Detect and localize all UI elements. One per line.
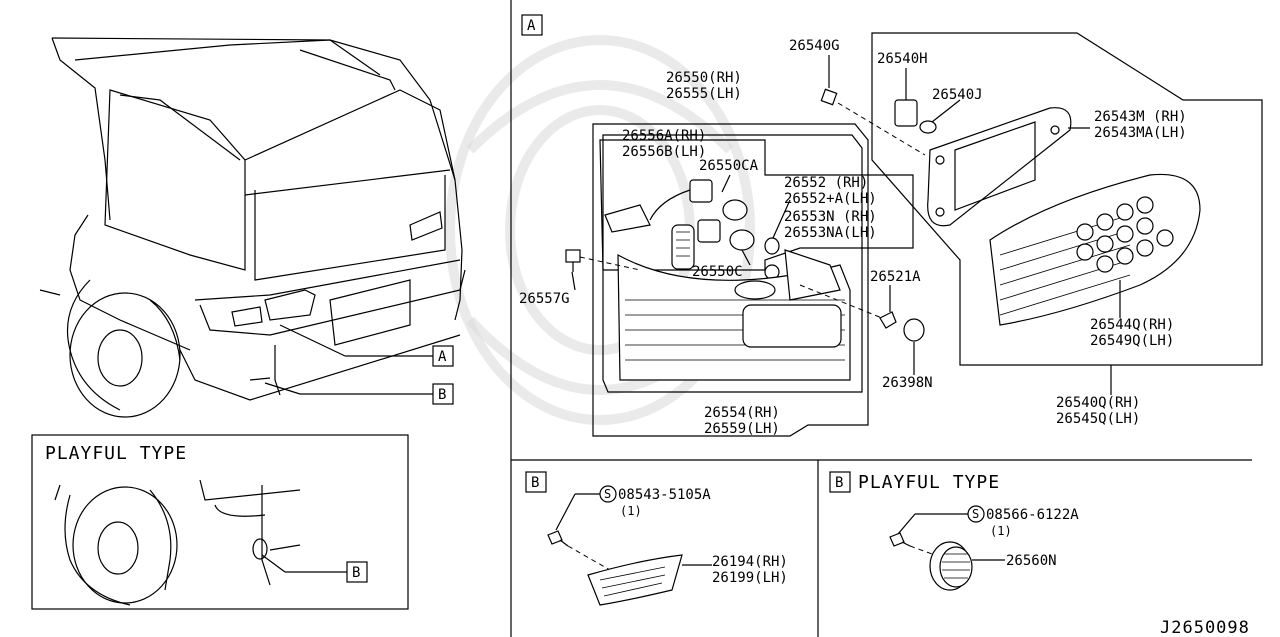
label-26199-lh: 26199(LH) [712,570,788,586]
label-26540J: 26540J [932,87,983,103]
bracket-26540H [894,99,937,134]
view-a-leaders [571,55,1121,395]
label-26550CA: 26550CA [699,158,759,174]
playful-inset-frame [31,434,409,610]
lamp-base-26543M [927,107,1072,227]
label-26553N-rh: 26553N (RH) [784,209,877,225]
label-26543M-rh: 26543M (RH) [1094,109,1187,125]
callout-a-box [432,345,454,367]
label-26540G: 26540G [789,38,840,54]
screw-dash [799,284,883,319]
view-b-playful-box [829,471,851,493]
clip-26557G [565,249,581,272]
callout-b-box [432,383,454,405]
view-a-label: A [527,18,536,34]
view-b-playful-screw-symbol-letter: S [972,507,979,521]
view-b-screw [547,530,569,547]
label-26550-rh: 26550(RH) [666,70,742,86]
view-a-box [521,14,543,36]
callout-b-label: B [438,387,446,403]
view-b-playful-screw-qty: (1) [990,524,1012,538]
label-26544Q-rh: 26544Q(RH) [1090,317,1174,333]
playful-inset-illustration [54,479,301,606]
label-26194-rh: 26194(RH) [712,554,788,570]
lamp-body-outline [602,134,863,393]
playful-callout-label: B [352,565,360,581]
label-26553NA-lh: 26553NA(LH) [784,225,877,241]
screw-26521A [879,311,897,329]
label-26550C: 26550C [692,264,743,280]
clip-dash [579,256,641,271]
label-26560N: 26560N [1006,553,1057,569]
view-b-label: B [531,475,539,491]
diagram-id: J2650098 [1160,618,1250,637]
label-26552-rh: 26552 (RH) [784,175,868,191]
label-26555-lh: 26555(LH) [666,86,742,102]
combination-lamp-outline [592,123,869,437]
view-b-playful-screw-number: 08566-6122A [986,507,1079,523]
view-b-screw-number: 08543-5105A [618,487,711,503]
label-26552A-lh: 26552+A(LH) [784,191,877,207]
round-marker-lamp-26560N [929,541,973,591]
playful-callout-box [346,561,368,583]
nut-dash [837,102,926,156]
led-cluster [1076,196,1174,273]
rear-lamp-26544Q [989,173,1201,326]
vehicle-rear-illustration [39,37,466,418]
view-b-screw-leader-2 [555,493,576,531]
label-26398N: 26398N [882,375,933,391]
view-b-playful-label: B [835,475,843,491]
view-b-playful-dash [909,545,936,556]
grommet-26398N [903,318,925,342]
gasket [764,237,780,280]
view-b-playful-title: PLAYFUL TYPE [858,472,1000,493]
label-26521A: 26521A [870,269,921,285]
callout-a-label: A [438,349,447,365]
side-marker-lamp-26194 [587,554,683,606]
socket-group-outline [599,139,914,271]
playful-callout-leader [261,554,286,573]
view-b-box [525,471,547,493]
playful-inset-title: PLAYFUL TYPE [45,443,187,464]
view-b-dash [567,545,611,571]
combination-lamp-lens [617,249,851,381]
label-26543MA-lh: 26543MA(LH) [1094,125,1187,141]
rear-lamp-assembly-outline [871,32,1263,366]
label-26540Q-rh: 26540Q(RH) [1056,395,1140,411]
socket-harness [604,179,755,270]
nut-26540G [820,88,838,106]
label-26554-rh: 26554(RH) [704,405,780,421]
label-26559-lh: 26559(LH) [704,421,780,437]
label-26556A-rh: 26556A(RH) [622,128,706,144]
view-b-playful-screw [889,532,911,547]
label-26545Q-lh: 26545Q(LH) [1056,411,1140,427]
label-26557G: 26557G [519,291,570,307]
label-26540H: 26540H [877,51,928,67]
view-b-screw-qty: (1) [620,504,642,518]
view-b-playful-screw-leader-2 [897,513,916,535]
callout-b-leader [264,382,301,395]
label-26556B-lh: 26556B(LH) [622,144,706,160]
callout-a-leader [279,324,346,357]
view-b-screw-symbol-letter: S [604,487,611,501]
label-26549Q-lh: 26549Q(LH) [1090,333,1174,349]
